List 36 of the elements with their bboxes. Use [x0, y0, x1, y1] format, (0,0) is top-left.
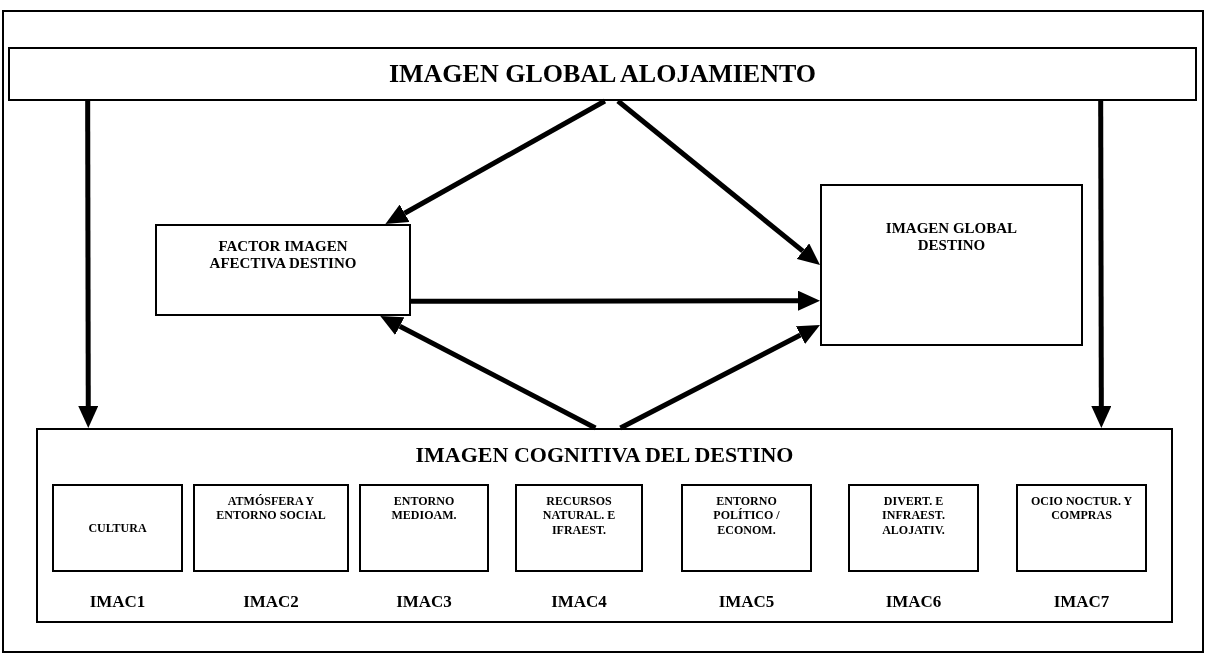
arrow	[1091, 101, 1112, 428]
node-label: FACTOR IMAGEN AFECTIVA DESTINO	[208, 238, 358, 272]
category-box	[52, 484, 183, 572]
node-label: ATMÓSFERA Y ENTORNO SOCIAL	[215, 494, 327, 523]
outcome-box	[820, 184, 1083, 346]
category-box	[515, 484, 643, 572]
node-label: ENTORNO POLÍTICO / ECONOM.	[712, 494, 781, 538]
category-box	[848, 484, 979, 572]
factor-box	[155, 224, 411, 316]
title-box	[8, 47, 1197, 101]
arrow	[78, 101, 99, 428]
node-label: RECURSOS NATURAL. E IFRAEST.	[541, 494, 617, 538]
code-label: IMAC3	[395, 592, 453, 612]
node-label: ENTORNO MEDIOAM.	[390, 494, 458, 523]
arrow	[385, 98, 607, 224]
code-label: IMAC2	[242, 592, 300, 612]
heading-text: IMAGEN GLOBAL ALOJAMIENTO	[388, 59, 817, 89]
node-label: DIVERT. E INFRAEST. ALOJATIV.	[881, 494, 946, 538]
node-label: CULTURA	[88, 520, 147, 536]
category-box	[681, 484, 812, 572]
arrow	[616, 99, 820, 265]
code-label: IMAC6	[884, 592, 943, 612]
code-label: IMAC1	[88, 592, 147, 612]
arrow	[380, 316, 597, 431]
code-label: IMAC5	[717, 592, 776, 612]
group-panel	[36, 428, 1173, 623]
code-label: IMAC7	[1052, 592, 1111, 612]
arrow	[619, 324, 820, 431]
arrow	[411, 290, 820, 311]
node-label: IMAGEN GLOBAL DESTINO	[884, 220, 1019, 254]
heading-text: IMAGEN COGNITIVA DEL DESTINO	[415, 442, 794, 468]
category-box	[1016, 484, 1147, 572]
node-label: OCIO NOCTUR. Y COMPRAS	[1029, 494, 1134, 523]
category-box	[359, 484, 489, 572]
category-box	[193, 484, 349, 572]
code-label: IMAC4	[550, 592, 608, 612]
